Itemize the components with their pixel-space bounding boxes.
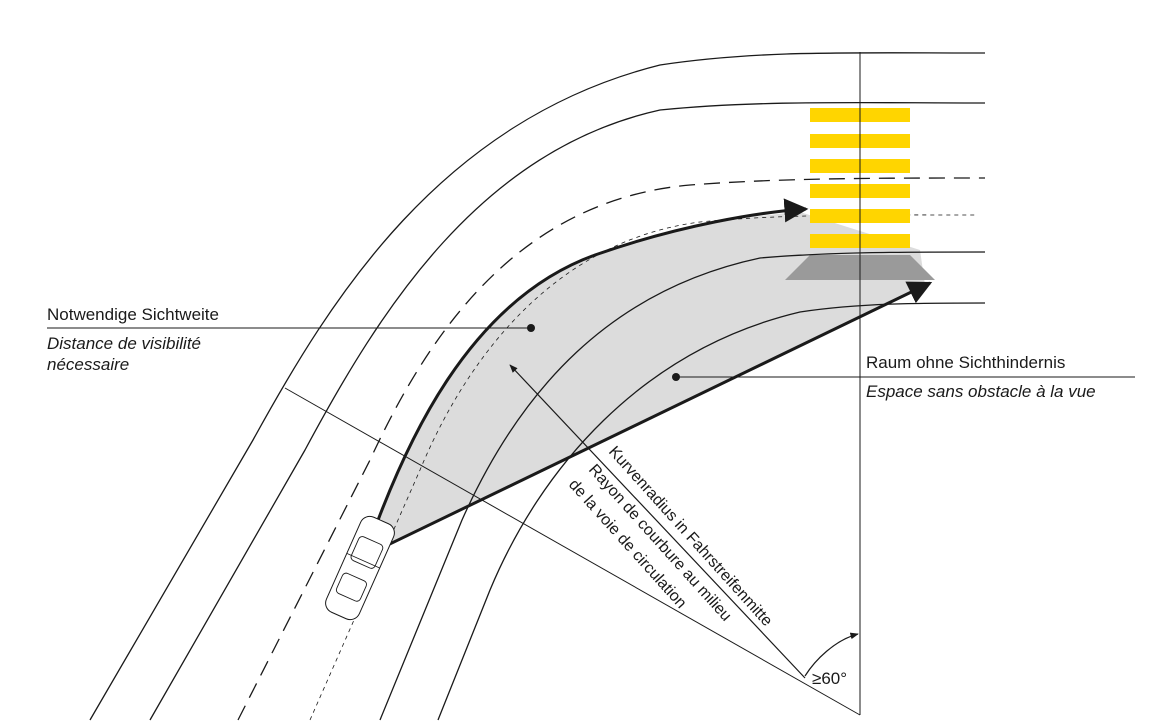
radius-arrow xyxy=(509,364,806,679)
sight-distance-curve xyxy=(363,198,809,557)
sight-distance-label-fr-1: Distance de visibilité xyxy=(47,334,201,353)
sight-distance-label-fr-2: nécessaire xyxy=(47,355,129,374)
lane-divider-dashed xyxy=(237,177,986,721)
clear-zone-dot xyxy=(672,373,680,381)
inner-lane-line xyxy=(379,251,986,721)
car-icon xyxy=(325,515,395,621)
sight-distance-dot xyxy=(527,324,535,332)
road-edge-outer-2 xyxy=(149,101,986,721)
sight-distance-label-de: Notwendige Sichtweite xyxy=(47,305,219,324)
radius-line xyxy=(284,387,861,716)
radius-label-fr-1: Rayon de courbure au milieu xyxy=(585,461,735,624)
road-edge-outer xyxy=(89,52,986,721)
sight-line xyxy=(364,281,933,558)
clear-zone-label-de: Raum ohne Sichthindernis xyxy=(866,353,1065,372)
road-edge-inner xyxy=(437,302,986,721)
lane-centre-dashed xyxy=(309,214,976,721)
angle-arc xyxy=(804,632,859,677)
angle-label: ≥60° xyxy=(812,669,847,688)
clear-zone-label-fr: Espace sans obstacle à la vue xyxy=(866,382,1096,401)
